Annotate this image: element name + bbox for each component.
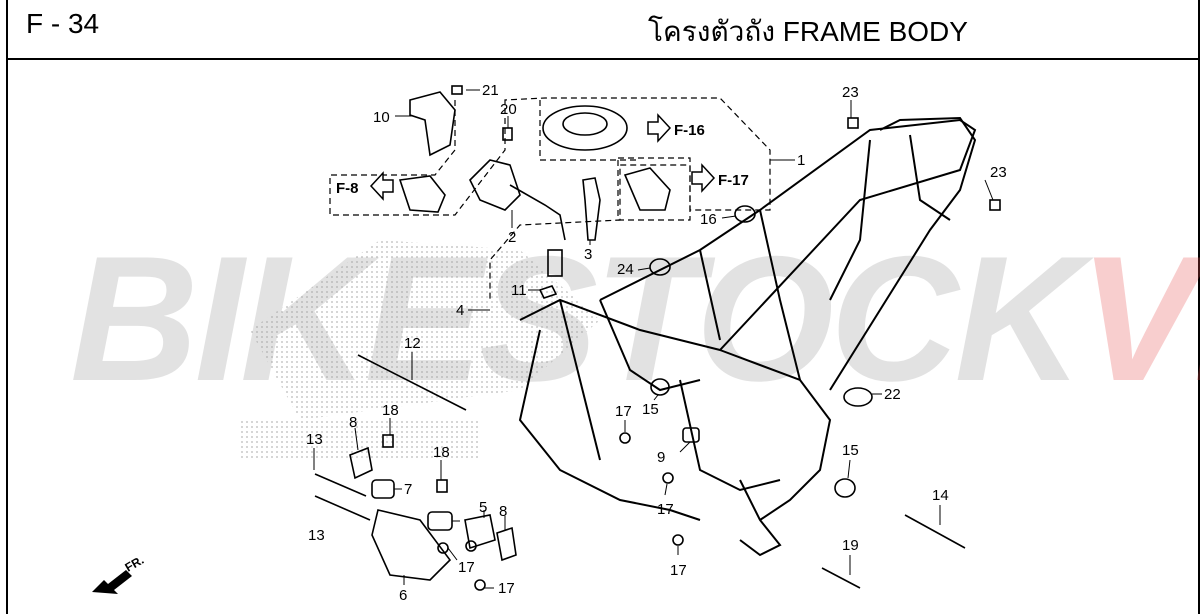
callout: 17 — [657, 501, 674, 518]
callout: 21 — [482, 82, 499, 99]
frame-body — [518, 116, 977, 557]
parts — [314, 85, 1001, 591]
ref-f16: F-16 — [674, 122, 705, 139]
callout: 12 — [404, 335, 421, 352]
callout: 23 — [842, 84, 859, 101]
callout: 19 — [842, 537, 859, 554]
reference-arrows — [369, 113, 716, 201]
front-direction: FR. — [92, 553, 146, 594]
page-code: F - 34 — [26, 8, 100, 39]
watermark-accent: VN — [1079, 219, 1200, 418]
leader-lines — [313, 89, 994, 589]
page-border — [6, 0, 1200, 614]
callout: 15 — [642, 401, 659, 418]
group-outlines — [329, 97, 771, 300]
callout: 6 — [399, 587, 407, 604]
callout: 7 — [404, 481, 412, 498]
callout: 3 — [584, 246, 592, 263]
callout: 17 — [615, 403, 632, 420]
callout: 14 — [932, 487, 949, 504]
callout: 2 — [508, 229, 516, 246]
callout: 20 — [500, 101, 517, 118]
callout: 5 — [479, 499, 487, 516]
callout: 17 — [670, 562, 687, 579]
callout: 9 — [657, 449, 665, 466]
callout: 23 — [990, 164, 1007, 181]
callout: 4 — [456, 302, 464, 319]
reference-labels: F-16 F-17 F-8 — [336, 122, 749, 197]
ref-f17: F-17 — [718, 172, 749, 189]
callout: 8 — [349, 414, 357, 431]
callout: 18 — [433, 444, 450, 461]
callout-numbers: 21 10 20 1 23 23 16 2 3 24 11 4 12 18 8 … — [306, 82, 1007, 604]
callout: 10 — [373, 109, 390, 126]
front-arrow-icon — [92, 570, 132, 594]
callout: 16 — [700, 211, 717, 228]
header-divider — [6, 58, 1200, 60]
callout: 17 — [458, 559, 475, 576]
arrow-f8-icon — [369, 171, 394, 201]
callout: 13 — [308, 527, 325, 544]
page-title: โครงตัวถัง FRAME BODY — [648, 16, 968, 47]
callout: 8 — [499, 503, 507, 520]
callout: 1 — [797, 152, 805, 169]
callout: 18 — [382, 402, 399, 419]
arrow-f17-icon — [691, 163, 716, 193]
callout: 15 — [842, 442, 859, 459]
callout: 17 — [498, 580, 515, 597]
arrow-f16-icon — [647, 113, 672, 143]
callout: 22 — [884, 386, 901, 403]
halftone-logo — [240, 240, 600, 460]
callout: 24 — [617, 261, 634, 278]
callout: 13 — [306, 431, 323, 448]
ref-f8: F-8 — [336, 180, 359, 197]
callout: 11 — [511, 282, 527, 299]
